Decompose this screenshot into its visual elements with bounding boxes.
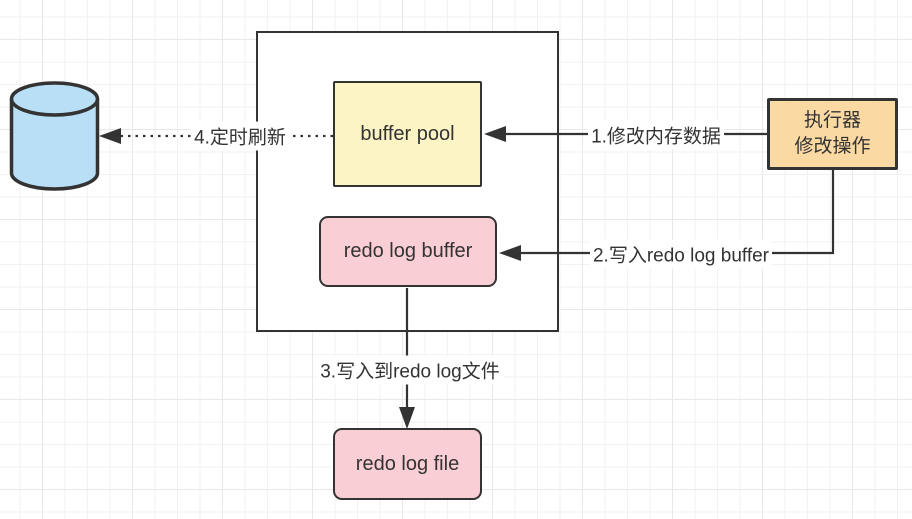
executor-node: 执行器 修改操作: [767, 98, 898, 170]
edge-step2-label: 2.写入redo log buffer: [589, 239, 773, 269]
redo-log-file-label: redo log file: [355, 452, 460, 475]
redo-log-file-node: redo log file: [333, 428, 482, 500]
edge-step4-label: 4.定时刷新: [191, 121, 289, 151]
edge-step3-label: 3.写入到redo log文件: [317, 355, 503, 385]
edge-step2-arrowhead: [499, 245, 521, 261]
edge-step3-arrowhead: [399, 407, 415, 429]
edge-step1-label: 1.修改内存数据: [588, 120, 724, 150]
database-cylinder-icon: [9, 81, 100, 191]
redo-log-buffer-node: redo log buffer: [319, 216, 497, 287]
executor-label: 执行器 修改操作: [794, 110, 871, 157]
edge-step1-arrowhead: [484, 126, 506, 142]
edge-step4-arrowhead: [99, 128, 121, 144]
cylinder-body: [9, 81, 100, 191]
buffer-pool-label: buffer pool: [360, 122, 455, 145]
edge-step3-write-redo-file: [399, 288, 415, 429]
buffer-pool-node: buffer pool: [333, 81, 482, 187]
cylinder-top-rim: [9, 98, 100, 117]
redo-log-buffer-label: redo log buffer: [343, 240, 473, 262]
